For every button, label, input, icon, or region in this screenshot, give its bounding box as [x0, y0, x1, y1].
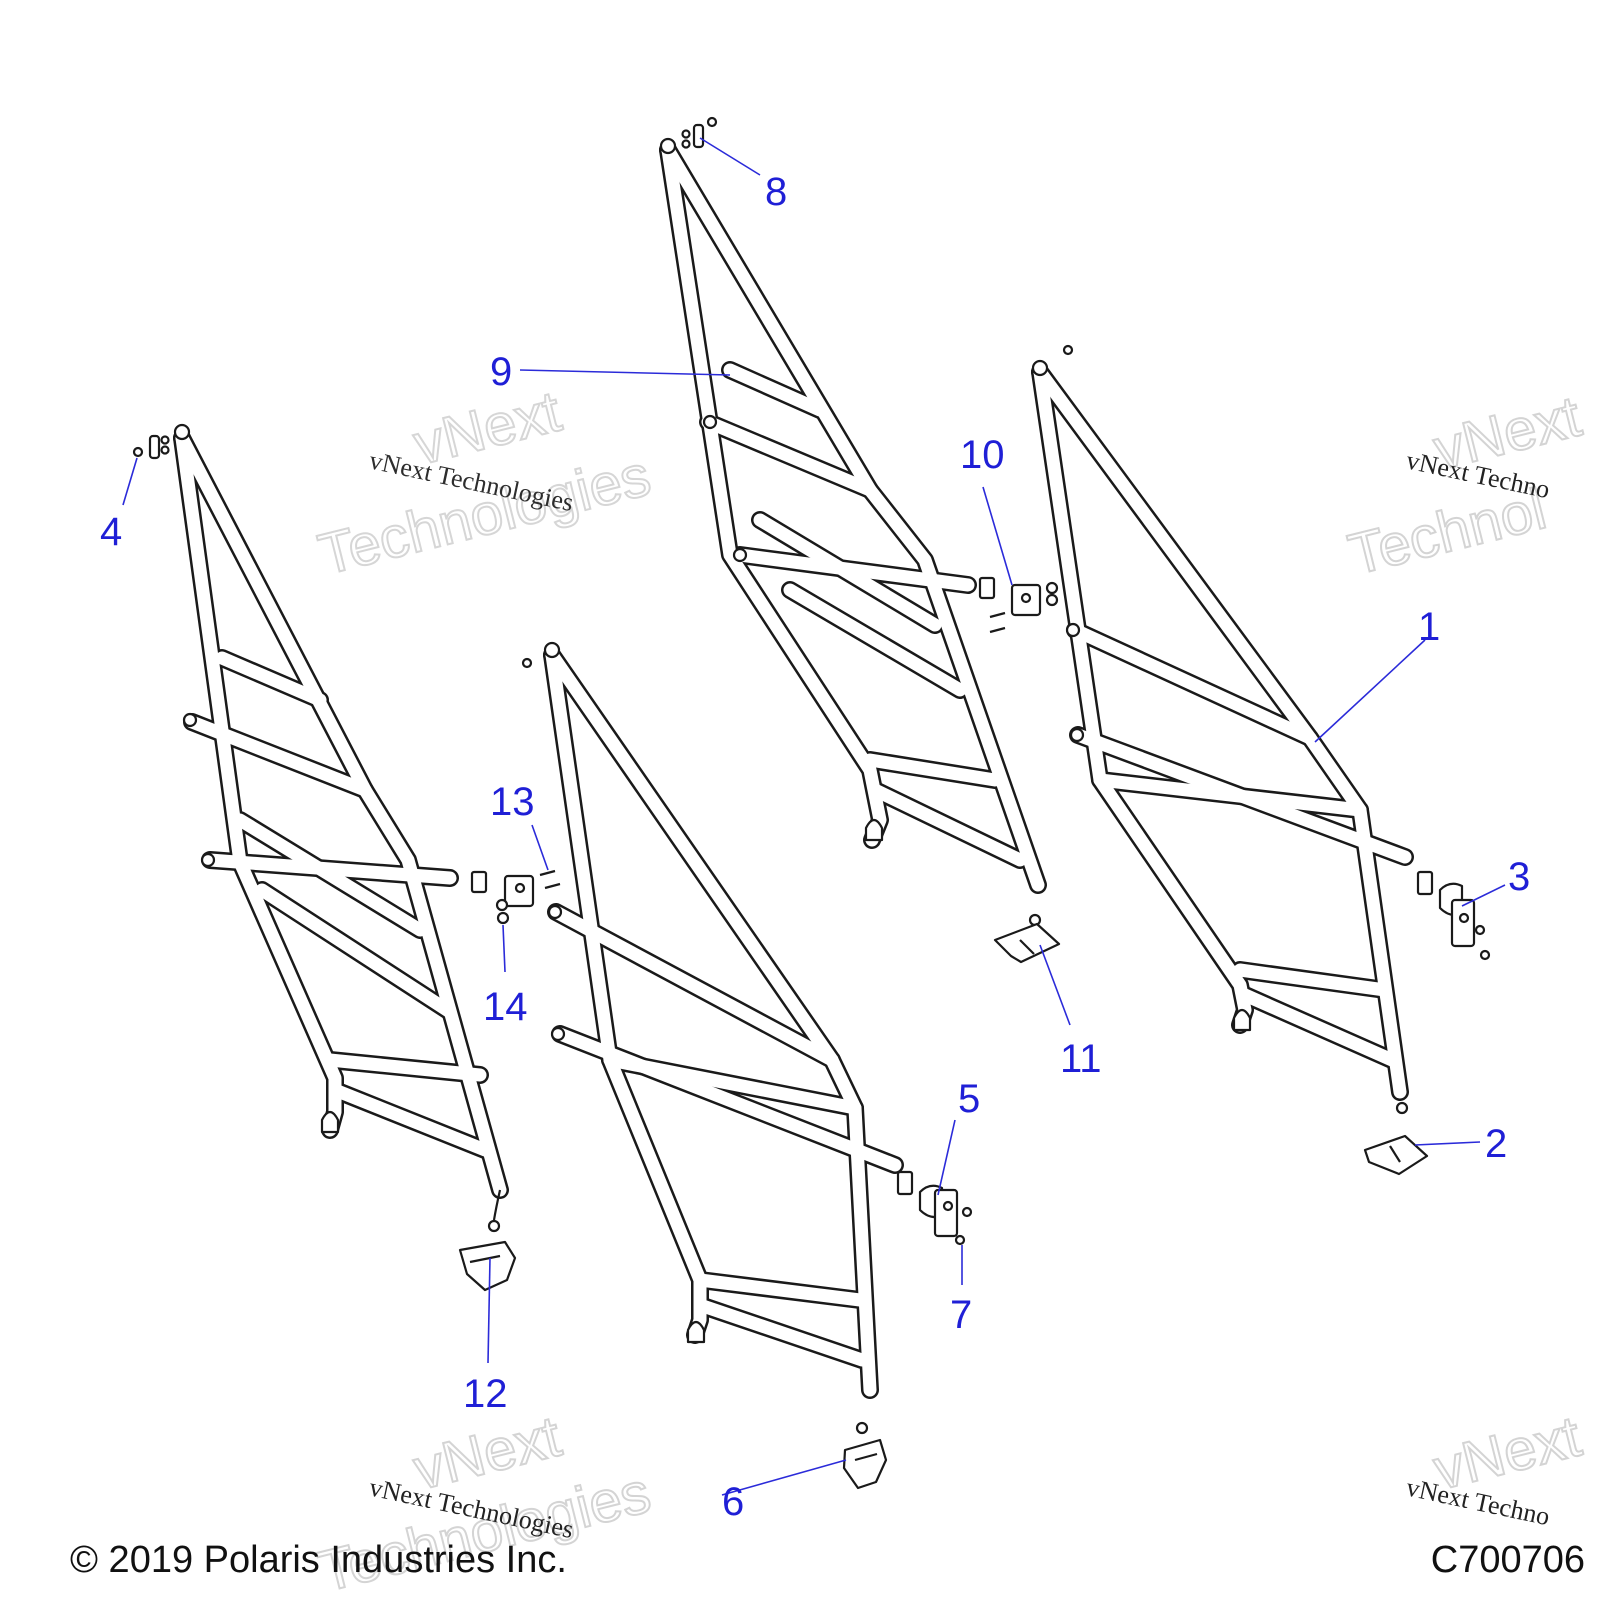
door-frame-center-lower — [543, 641, 904, 1435]
callout-14: 14 — [483, 985, 528, 1029]
callout-7: 7 — [950, 1293, 972, 1337]
hinge-assembly-item-10 — [978, 576, 1059, 634]
callout-13: 13 — [490, 780, 535, 824]
top-fasteners-item4 — [132, 434, 170, 460]
callout-12: 12 — [463, 1372, 508, 1416]
bracket-item-11 — [993, 922, 1061, 964]
latch-item-5 — [896, 1170, 973, 1246]
bolt-top-right — [1062, 344, 1074, 356]
callout-9: 9 — [490, 350, 512, 394]
callout-11: 11 — [1060, 1037, 1102, 1081]
watermark-top-right: vNext Technol vNext Techno — [1341, 383, 1588, 589]
svg-text:Technologies: Technologies — [312, 443, 656, 588]
callout-6: 6 — [722, 1480, 744, 1524]
callout-3: 3 — [1508, 855, 1530, 899]
bracket-item-6 — [842, 1438, 888, 1490]
bracket-item-2 — [1363, 1134, 1429, 1176]
callout-2: 2 — [1485, 1122, 1507, 1166]
latch-item-3 — [1416, 870, 1491, 961]
watermark-top-left: vNext Technologies vNext Technologies — [311, 378, 657, 589]
copyright-text: © 2019 Polaris Industries Inc. — [70, 1539, 567, 1581]
door-frame-right — [1031, 359, 1414, 1115]
callout-10: 10 — [960, 433, 1005, 477]
callout-5: 5 — [958, 1077, 980, 1121]
diagram-code: C700706 — [1431, 1539, 1585, 1581]
door-frame-left — [173, 423, 509, 1233]
bolt-top-center-lower — [521, 657, 533, 669]
hinge-assembly-items-13-14 — [470, 869, 561, 925]
callout-8: 8 — [765, 170, 787, 214]
top-fasteners-item8 — [681, 116, 718, 149]
callout-4: 4 — [100, 510, 122, 554]
door-frame-center-upper — [659, 137, 1047, 927]
leader-lines — [122, 137, 1506, 1496]
bracket-item-12 — [458, 1240, 517, 1292]
callout-1: 1 — [1418, 605, 1440, 649]
watermark-bottom-right: vNext vNext Techno — [1404, 1403, 1588, 1531]
